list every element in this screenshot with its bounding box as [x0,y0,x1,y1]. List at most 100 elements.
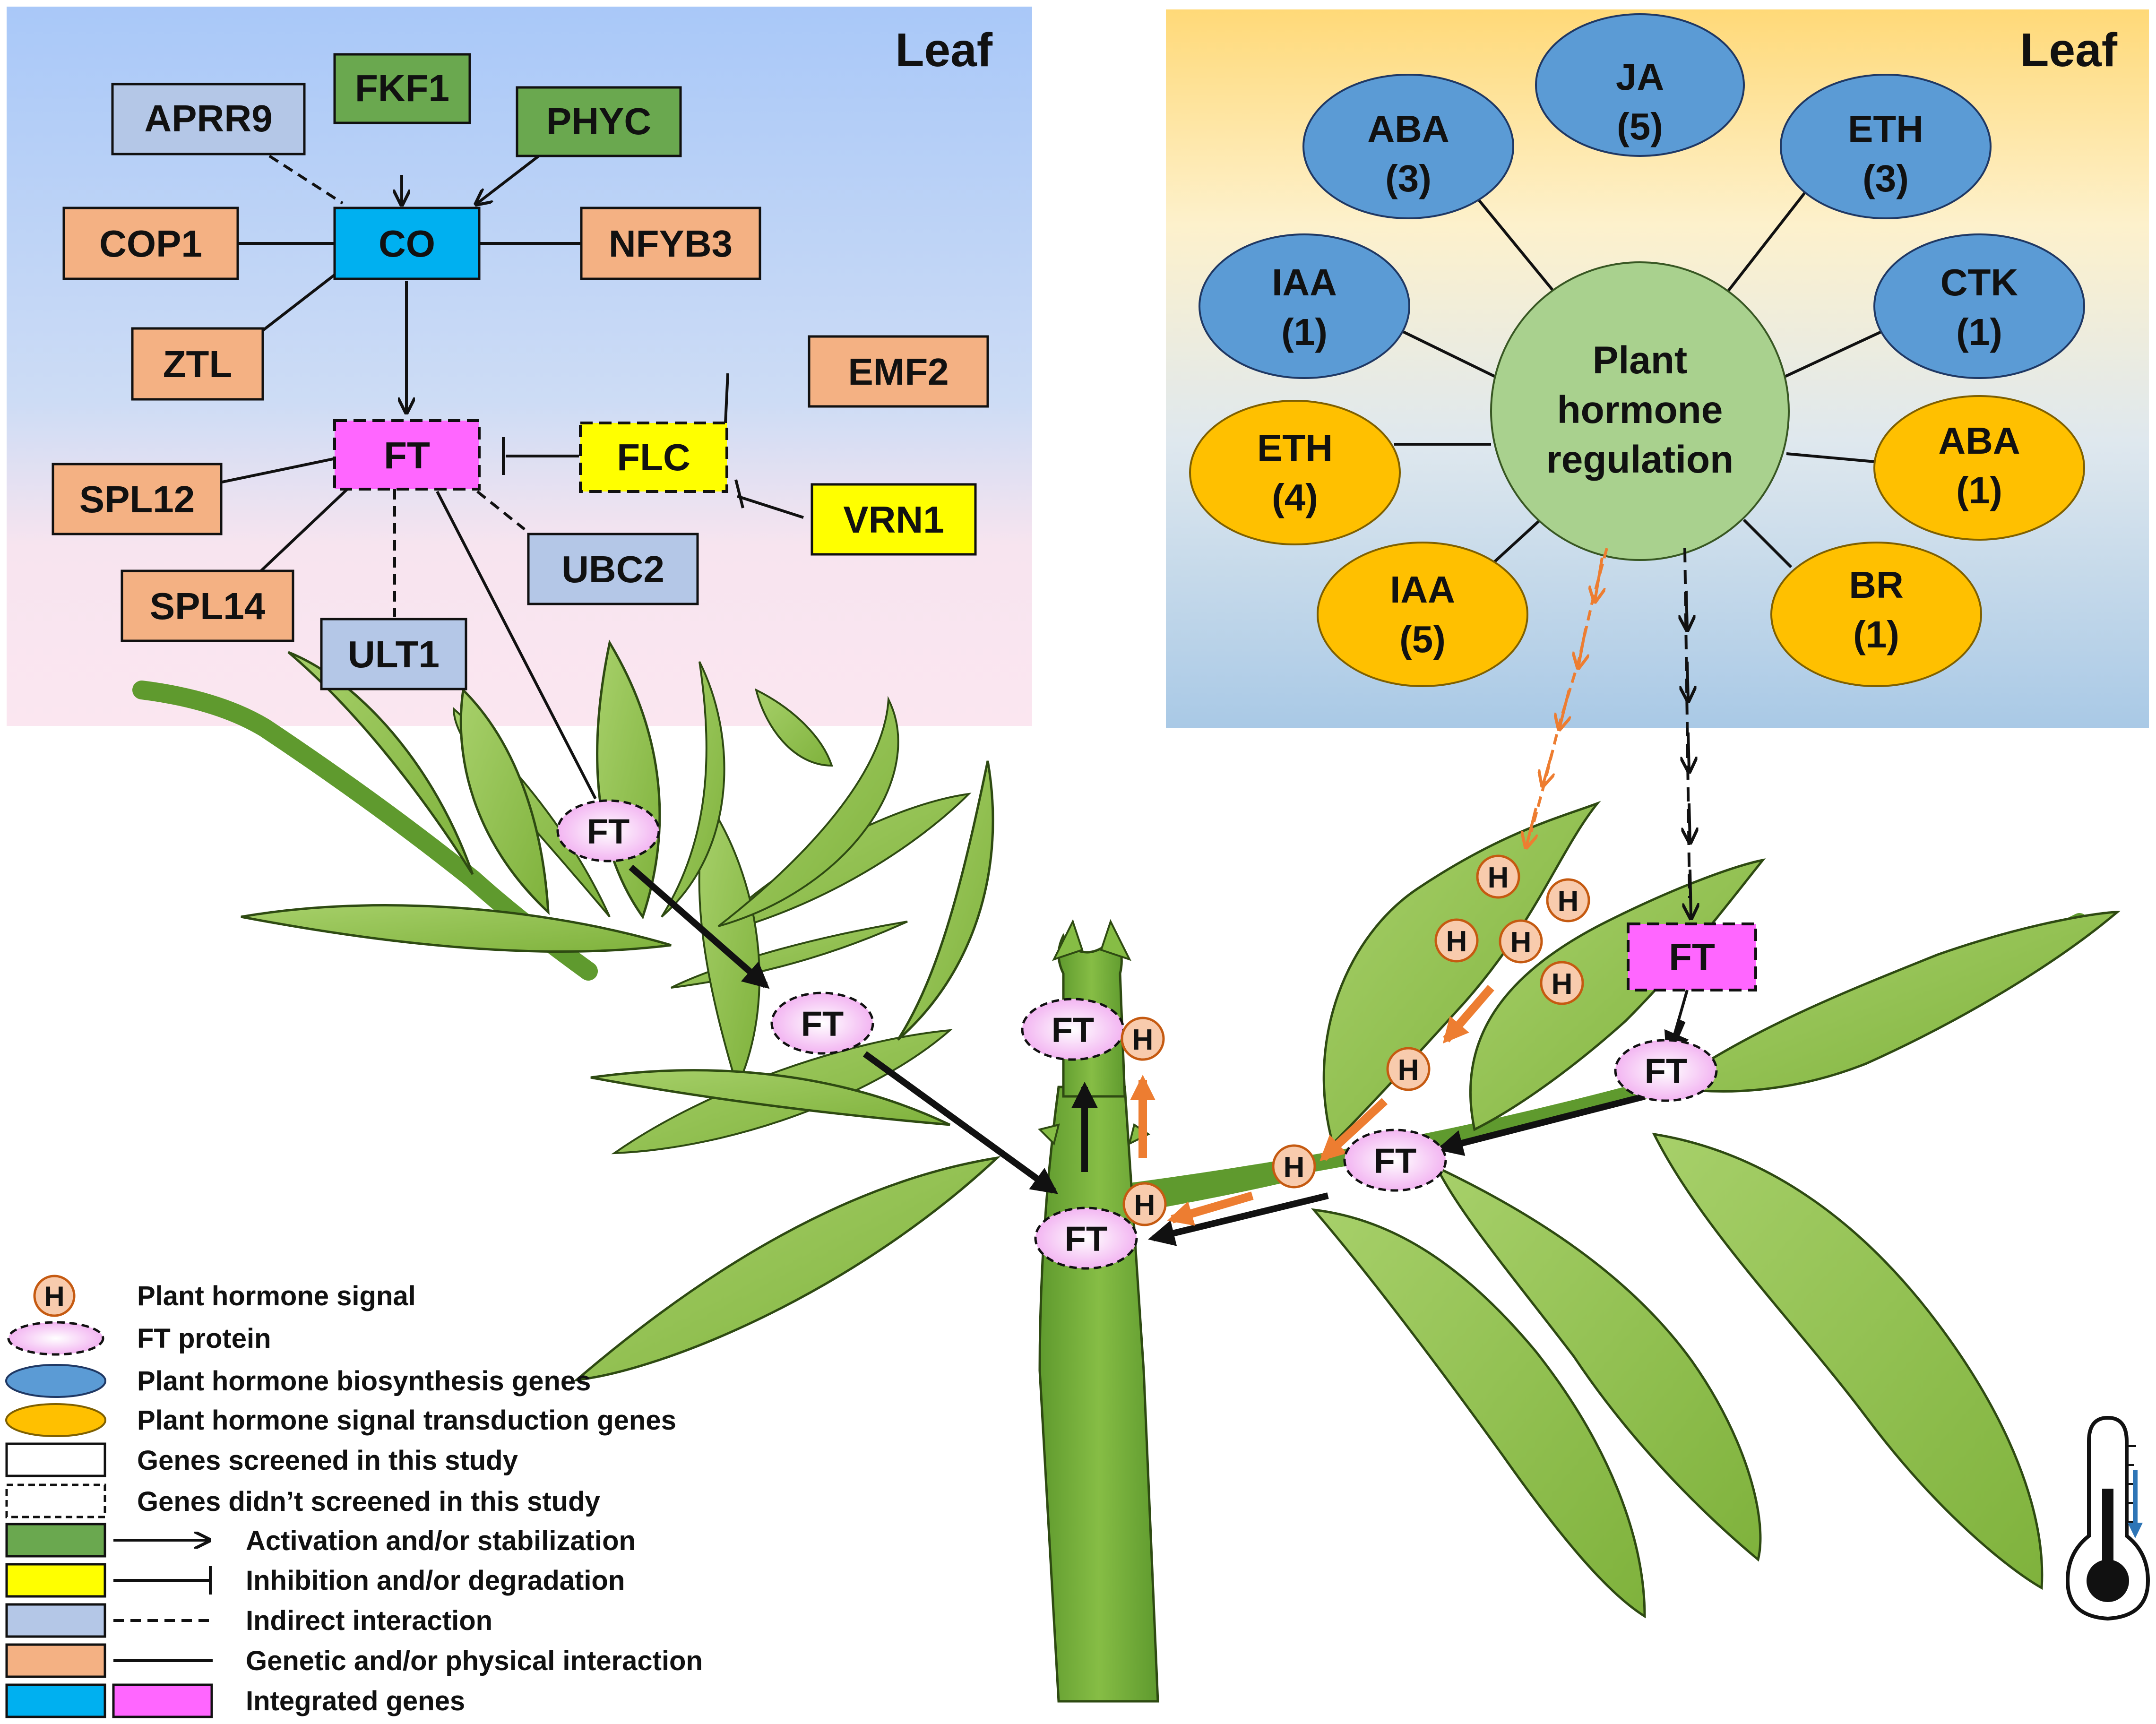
gene-label-phyc: PHYC [546,100,651,142]
center-line-1: Plant [1593,339,1687,382]
center-line-3: regulation [1546,438,1733,481]
hormone-transduction-iaa: IAA (5) [1317,542,1528,687]
svg-text:Inhibition and/or degradation: Inhibition and/or degradation [246,1565,625,1596]
gene-node-emf2: EMF2 [808,335,989,408]
leaf [287,651,474,875]
hormone-center: Plant hormone regulation [1490,261,1790,561]
spoke-eth-3 [1714,188,1809,308]
hormone-biosynthesis-iaa: IAA (1) [1199,233,1410,379]
orange-chevron [1526,808,1536,846]
apex-bract [1052,919,1084,961]
legend-indirect: Indirect interaction [5,1603,492,1638]
svg-text:Plant hormone signal transduct: Plant hormone signal transduction genes [137,1405,676,1436]
hormone-count: (1) [1956,311,2002,353]
svg-text:H: H [1510,926,1532,959]
legend-genetic: Genetic and/or physical interaction [5,1643,703,1678]
svg-text:FT: FT [1669,936,1715,978]
svg-text:H: H [44,1281,64,1312]
ft-arrow [629,864,770,989]
black-chevron [1689,803,1690,841]
main-stem [1038,1086,1159,1703]
gene-label-ult1: ULT1 [348,633,440,675]
edge-vrn1-flc-bar [734,479,744,509]
orange-chevron [1578,628,1586,666]
ft-protein: FT [1021,998,1125,1061]
svg-text:Genetic and/or physical intera: Genetic and/or physical interaction [246,1646,703,1676]
ft-arrow [862,1051,1059,1194]
svg-text:FT: FT [587,812,630,851]
leaf [661,661,725,918]
center-line-2: hormone [1557,388,1723,431]
leaf [897,760,994,1041]
legend-integrated: Integrated genes [5,1683,465,1718]
thermometer-icon [2065,1415,2150,1621]
hormone-arrow [1442,985,1494,1044]
svg-text:FT: FT [1374,1141,1416,1181]
gene-label-nfyb3: NFYB3 [609,223,733,265]
svg-text:FT: FT [801,1004,844,1043]
gene-node-fkf1: FKF1 [333,53,471,124]
hormone-name: BR [1849,564,1904,606]
svg-text:Activation and/or stabilizatio: Activation and/or stabilization [246,1526,636,1556]
hormone-signal: H [1122,1182,1167,1226]
gene-label-ft: FT [384,434,430,476]
edge-spl14-ft [259,488,349,573]
hormone-name: ABA [1938,420,2020,462]
left-panel-title: Leaf [895,24,992,77]
hormone-name: IAA [1390,569,1455,611]
gene-label-fkf1: FKF1 [355,67,449,109]
svg-text:FT: FT [1052,1010,1094,1050]
hormone-wheel: JA (5) ABA (3) ETH (3) IAA (1) CTK (1) E… [1189,13,2085,687]
svg-text:H: H [1132,1024,1154,1056]
orange-chevron [1543,751,1552,784]
spoke-aba-1 [1786,452,1891,465]
gene-label-aprr9: APRR9 [144,97,272,139]
leaf [1434,1164,1762,1562]
legend-transduction: Plant hormone signal transduction genes [5,1403,676,1437]
spoke-iaa-1 [1400,329,1499,379]
svg-text:Plant hormone signal: Plant hormone signal [137,1281,416,1311]
leaf [573,1156,1001,1382]
hormone-count: (3) [1385,157,1432,199]
legend-hormone-signal: H Plant hormone signal [33,1275,416,1317]
gene-node-nfyb3: NFYB3 [580,207,761,280]
hormone-biosynthesis-eth: ETH (3) [1780,74,1992,219]
svg-text:FT protein: FT protein [137,1323,271,1354]
spoke-br [1742,518,1793,569]
hormone-transduction-br: BR (1) [1770,542,1982,687]
leaf [241,904,672,953]
hormone-signal: H [1121,1017,1165,1061]
hormone-name: ABA [1367,108,1449,150]
network-edges [222,155,804,800]
gene-node-ubc2: UBC2 [527,533,699,605]
hormone-name: CTK [1940,261,2018,303]
hormone-count: (1) [1281,311,1328,353]
svg-text:H: H [1398,1054,1419,1086]
black-chevron [1688,732,1689,770]
gene-node-flc: FLC [579,422,728,493]
svg-text:Genes didn’t screened in this: Genes didn’t screened in this study [137,1486,600,1517]
edge-phyc-co [477,155,540,203]
hormone-transduction-aba: ABA (1) [1873,395,2085,541]
hormone-count: (5) [1399,618,1446,660]
svg-text:H: H [1134,1189,1156,1222]
svg-text:FT: FT [1645,1052,1687,1091]
ft-transport-arrows [629,864,1689,1246]
svg-text:Genes screened in this study: Genes screened in this study [137,1445,518,1476]
hormone-signal: H [1476,854,1520,899]
hormone-arrow [1319,1098,1388,1162]
edge-ubc2-ft [476,490,526,531]
hormone-signals: H H H H H H H H H [1121,854,1590,1226]
hormone-count: (4) [1272,476,1318,518]
ft-arrow [1148,1192,1329,1246]
hormone-name: JA [1616,56,1664,98]
ft-protein: FT [1034,1207,1138,1270]
gene-node-co: CO [333,207,481,280]
svg-text:FT: FT [1065,1219,1107,1259]
legend-screened: Genes screened in this study [5,1442,518,1477]
edge-spl12-ft [222,457,336,483]
svg-text:H: H [1446,925,1467,958]
black-chevron [1687,661,1688,699]
